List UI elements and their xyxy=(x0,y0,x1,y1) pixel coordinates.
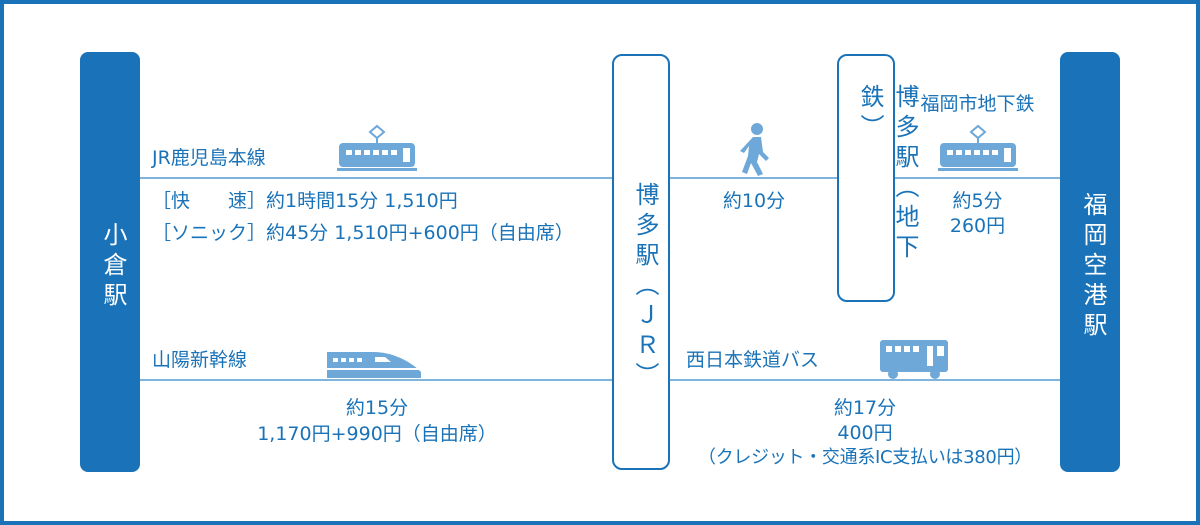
bus-icon xyxy=(880,340,948,379)
route-name-subway: 福岡市地下鉄 xyxy=(920,93,1035,115)
station-kokura-label: 小倉駅 xyxy=(99,222,127,312)
train-icon xyxy=(337,124,417,171)
route-bus-fare: 400円 xyxy=(837,422,893,444)
route-bus-time: 約17分 xyxy=(833,397,897,419)
walking-person-icon xyxy=(740,123,769,176)
station-kokura: 小倉駅 xyxy=(80,52,140,472)
route-name-bus: 西日本鉄道バス xyxy=(686,349,820,371)
station-fukuoka-airport: 福岡空港駅 xyxy=(1060,52,1120,472)
route-line-subway xyxy=(895,177,1060,179)
route-name-sanyo: 山陽新幹線 xyxy=(152,349,248,371)
route-sanyo-fare: 1,170円+990円（自由席） xyxy=(257,423,497,445)
route-name-kagoshima: JR鹿児島本線 xyxy=(152,147,266,169)
route-bus-note: （クレジット・交通系IC支払いは380円） xyxy=(698,447,1032,468)
route-walk-time: 約10分 xyxy=(722,190,786,212)
route-subway-time: 約5分 xyxy=(952,190,1003,212)
station-hakata-jr: 博多駅（ＪＲ） xyxy=(612,54,670,470)
route-line-kagoshima xyxy=(140,177,614,179)
subway-train-icon xyxy=(938,124,1018,171)
station-fukuoka-airport-label: 福岡空港駅 xyxy=(1079,192,1107,342)
shinkansen-icon xyxy=(327,352,421,378)
station-hakata-subway-label: 博多駅（地下鉄） xyxy=(856,84,919,264)
route-sanyo-time: 約15分 xyxy=(345,397,409,419)
route-line-bus xyxy=(670,379,1060,381)
route-kagoshima-rapid: ［快 速］約1時間15分 1,510円 xyxy=(152,190,458,212)
route-subway-fare: 260円 xyxy=(949,215,1006,237)
route-line-sanyo xyxy=(140,379,614,381)
station-hakata-subway: 博多駅（地下鉄） xyxy=(837,54,919,302)
route-line-walk xyxy=(670,177,838,179)
station-hakata-jr-label: 博多駅（ＪＲ） xyxy=(631,182,659,392)
route-kagoshima-sonic: ［ソニック］約45分 1,510円+600円（自由席） xyxy=(152,222,574,244)
